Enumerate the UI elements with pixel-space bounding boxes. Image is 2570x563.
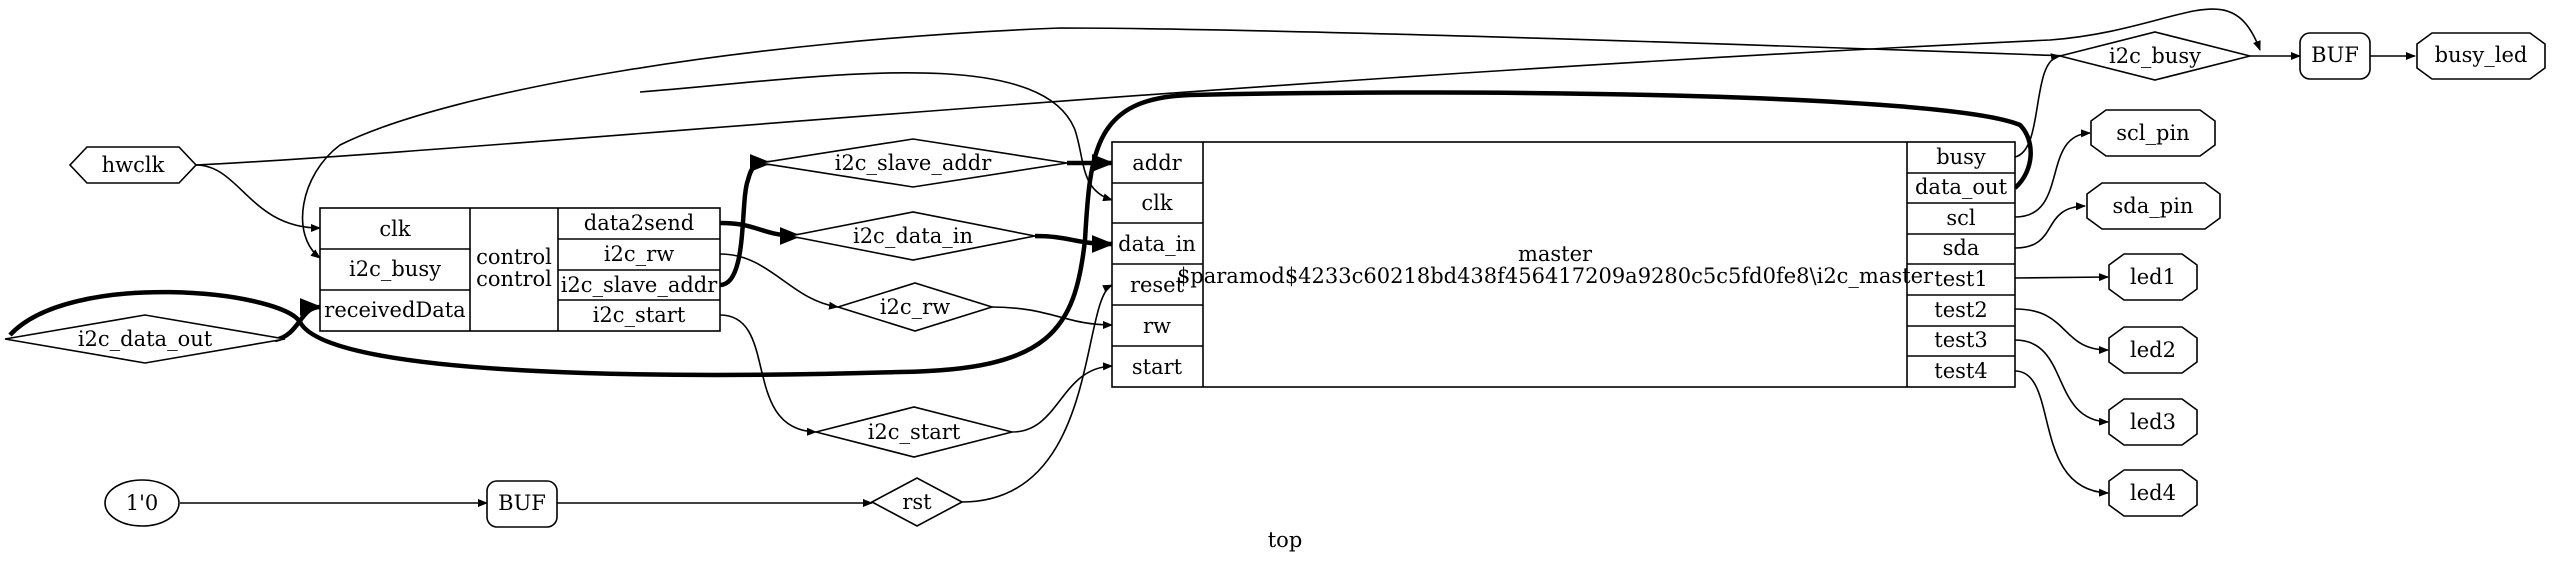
const-zero-label: 1'0 — [126, 491, 159, 515]
control-in-i2c_busy: i2c_busy — [349, 257, 441, 281]
control-name-1: control — [476, 245, 552, 269]
port-i2c_data_out: i2c_data_out — [4, 314, 286, 364]
port-led2-label: led2 — [2130, 338, 2176, 362]
master-out-test3: test3 — [1934, 328, 1987, 352]
wire-i2c_slave_addr-label: i2c_slave_addr — [835, 151, 993, 175]
buf-rst: BUF — [486, 480, 558, 528]
port-i2c_data_out-label: i2c_data_out — [78, 327, 213, 351]
master-out-data_out: data_out — [1915, 175, 2008, 199]
wire-i2c_busy-label: i2c_busy — [2109, 44, 2201, 68]
wire-i2c_busy: i2c_busy — [2059, 31, 2251, 81]
buf-busy-label: BUF — [2311, 43, 2359, 67]
master-out-test4: test4 — [1934, 359, 1987, 383]
edge-test4-led4 — [2014, 370, 2109, 497]
edge-busy-net — [2014, 53, 2061, 158]
master-out-sda: sda — [1943, 236, 1980, 260]
buf-busy: BUF — [2299, 32, 2371, 80]
edge-test2-led2 — [2014, 308, 2109, 354]
port-led3: led3 — [2108, 398, 2198, 446]
edge-net-master-data_in — [1034, 233, 1115, 253]
control-out-i2c_slave_addr: i2c_slave_addr — [561, 273, 719, 297]
port-led4: led4 — [2108, 469, 2198, 517]
cell-control: clk i2c_busy receivedData control contro… — [319, 207, 721, 332]
port-sda_pin: sda_pin — [2086, 182, 2221, 230]
port-led1: led1 — [2108, 253, 2198, 301]
control-in-receivedData: receivedData — [324, 298, 465, 322]
edge-control-i2c_rw — [719, 253, 839, 310]
edge-sda-pin — [2014, 202, 2086, 249]
port-hwclk: hwclk — [68, 146, 198, 184]
wire-i2c_rw: i2c_rw — [835, 282, 995, 332]
port-led4-label: led4 — [2130, 481, 2176, 505]
master-out-scl: scl — [1946, 206, 1976, 230]
wire-i2c_start: i2c_start — [815, 406, 1013, 458]
master-out-busy: busy — [1936, 145, 1986, 169]
edge-slave_addr-net — [719, 154, 773, 288]
master-in-reset: reset — [1130, 273, 1185, 297]
control-in-clk: clk — [379, 217, 410, 241]
control-out-i2c_start: i2c_start — [593, 303, 686, 327]
edge-hwclk-master-clk — [195, 8, 2261, 166]
master-in-addr: addr — [1132, 151, 1182, 175]
port-sda_pin-label: sda_pin — [2113, 194, 2194, 218]
edge-i2c_busy-control — [301, 27, 2071, 258]
buf-rst-label: BUF — [498, 491, 546, 515]
edge-i2c_rw-master-rw — [991, 306, 1113, 329]
port-busy_led: busy_led — [2416, 32, 2546, 80]
control-out-data2send: data2send — [584, 211, 694, 235]
master-name-2: $paramod$4233c60218bd438f456417209a9280c… — [1177, 264, 1934, 288]
control-name-2: control — [476, 267, 552, 291]
wire-i2c_start-label: i2c_start — [868, 420, 961, 444]
port-scl_pin-label: scl_pin — [2116, 121, 2189, 145]
port-hwclk-label: hwclk — [102, 153, 165, 177]
edge-scl-pin — [2014, 129, 2091, 218]
const-zero: 1'0 — [104, 479, 180, 527]
edge-data2send-i2c_data_in — [719, 220, 803, 245]
port-busy_led-label: busy_led — [2435, 43, 2528, 67]
edge-rst-master-reset — [961, 284, 1113, 503]
edge-test1-led1 — [2014, 273, 2109, 282]
edge-hwclk-control-clk — [195, 164, 321, 232]
control-out-i2c_rw: i2c_rw — [604, 242, 674, 266]
edge-clk-to-master — [639, 71, 1113, 202]
port-scl_pin: scl_pin — [2090, 109, 2216, 157]
master-in-data_in: data_in — [1118, 232, 1196, 256]
port-led3-label: led3 — [2130, 410, 2176, 434]
master-out-test1: test1 — [1934, 267, 1987, 291]
wire-rst-label: rst — [902, 490, 932, 514]
wire-i2c_rw-label: i2c_rw — [880, 295, 950, 319]
master-name-1: master — [1518, 242, 1593, 266]
edge-test3-led3 — [2014, 339, 2109, 426]
cell-master: addr clk data_in reset rw start master $… — [1111, 141, 2016, 388]
master-in-start: start — [1132, 355, 1183, 379]
master-in-rw: rw — [1143, 314, 1171, 338]
port-led1-label: led1 — [2130, 265, 2176, 289]
edges — [8, 8, 2416, 507]
wire-i2c_data_in: i2c_data_in — [789, 211, 1036, 261]
graph-title: top — [1268, 528, 1303, 552]
wire-i2c_data_in-label: i2c_data_in — [853, 224, 973, 248]
port-led2: led2 — [2108, 326, 2198, 374]
wire-rst: rst — [870, 477, 964, 527]
edge-i2c_start-master-start — [1011, 362, 1113, 433]
master-out-test2: test2 — [1934, 298, 1987, 322]
wire-i2c_slave_addr: i2c_slave_addr — [759, 138, 1068, 188]
master-in-clk: clk — [1141, 191, 1172, 215]
